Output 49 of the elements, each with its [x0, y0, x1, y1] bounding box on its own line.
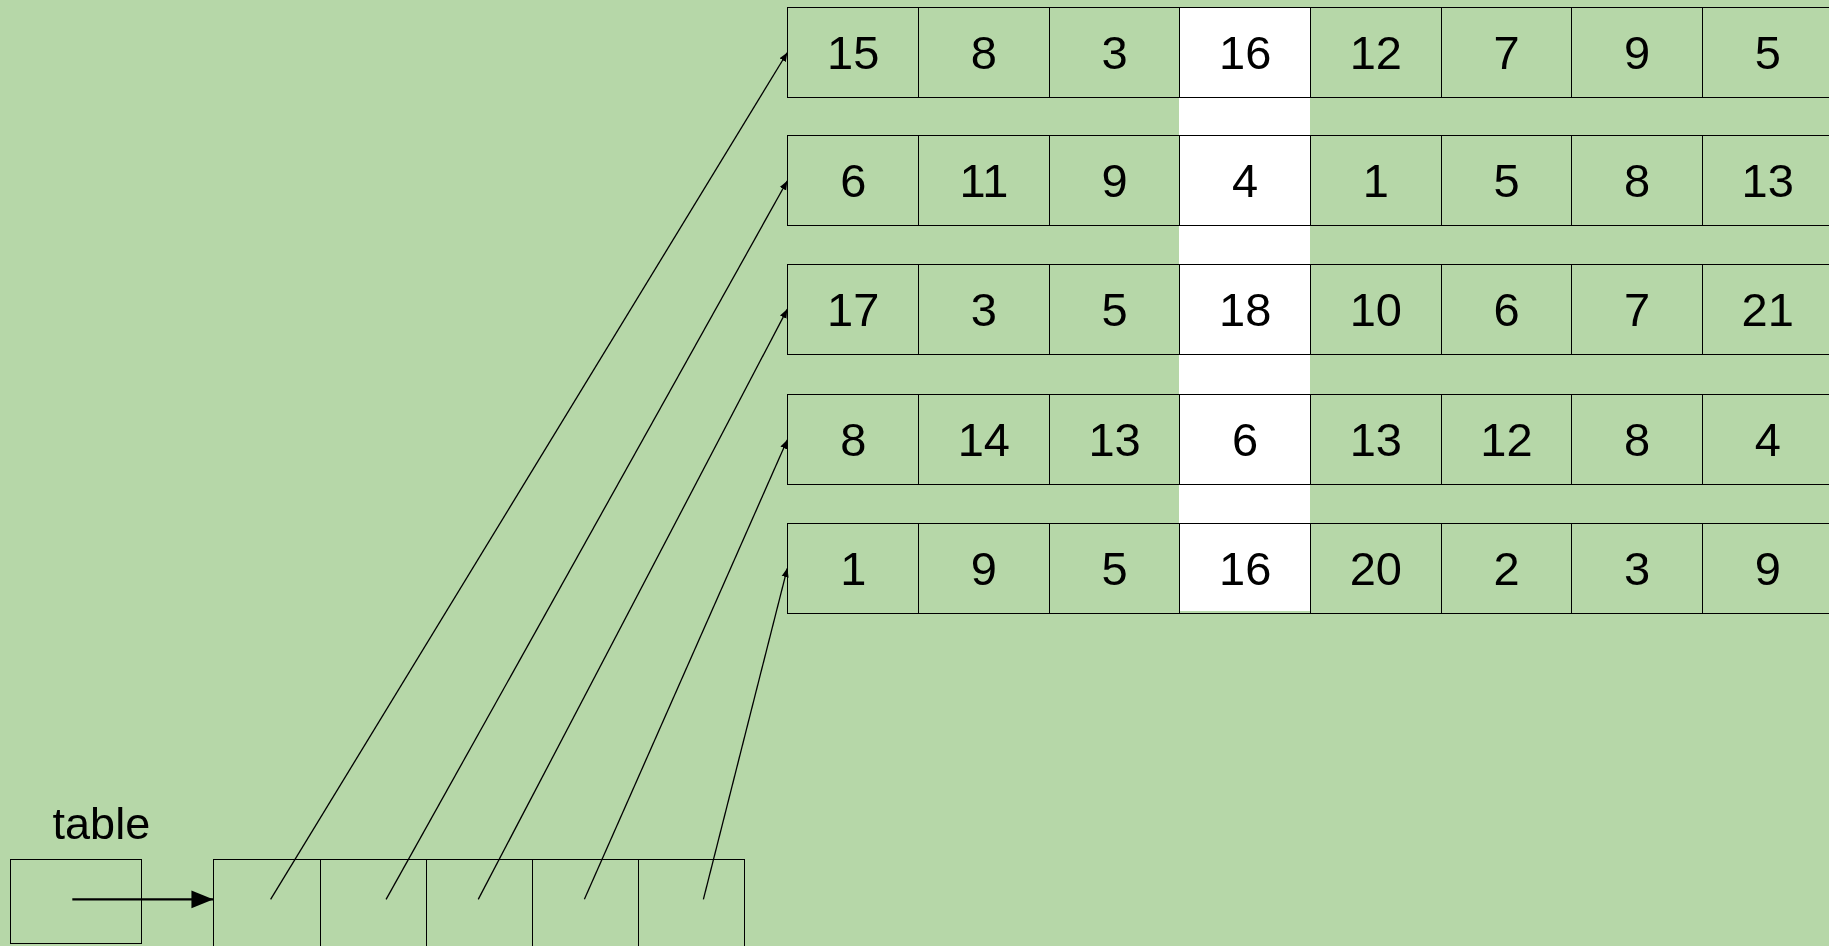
arrow	[477, 308, 788, 900]
array-cell: 17	[787, 263, 920, 355]
array-cell: 9	[1701, 522, 1829, 614]
arrow	[385, 180, 788, 900]
array-cell: 10	[1309, 263, 1442, 355]
array-cell: 14	[918, 394, 1050, 486]
array-cell: 20	[1309, 522, 1442, 614]
array-cell: 8	[1571, 135, 1703, 227]
array-cell: 13	[1309, 394, 1442, 486]
array-cell: 3	[918, 263, 1050, 355]
array-cell: 6	[787, 135, 920, 227]
array-cell: 5	[1440, 135, 1573, 227]
array-cell: 6	[1440, 263, 1573, 355]
array-cell: 7	[1440, 7, 1573, 98]
array-cell: 8	[787, 394, 920, 486]
array-cell: 11	[918, 135, 1050, 227]
arrow	[702, 567, 789, 900]
array-cell: 13	[1701, 135, 1829, 227]
array-cell: 9	[918, 522, 1050, 614]
array-cell: 5	[1048, 263, 1181, 355]
array-cell: 8	[1571, 394, 1703, 486]
array-cell: 16	[1179, 7, 1312, 98]
array-cell: 12	[1440, 394, 1573, 486]
array-cell: 18	[1179, 263, 1312, 355]
array-cell: 4	[1701, 394, 1829, 486]
array-cell: 5	[1048, 522, 1181, 614]
array-cell: 21	[1701, 263, 1829, 355]
array-cell: 12	[1309, 7, 1442, 98]
arrow	[72, 890, 214, 909]
array-cell: 9	[1571, 7, 1703, 98]
arrow	[269, 51, 788, 900]
array-cell: 3	[1048, 7, 1181, 98]
arrow	[583, 439, 788, 900]
array-cell: 3	[1571, 522, 1703, 614]
array-cell: 13	[1048, 394, 1181, 486]
array-cell: 5	[1701, 7, 1829, 98]
array-cell: 9	[1048, 135, 1181, 227]
array-cell: 1	[1309, 135, 1442, 227]
array-cell: 4	[1179, 135, 1312, 227]
pointer-cell	[213, 858, 321, 946]
array-cell: 2	[1440, 522, 1573, 614]
array-cell: 7	[1571, 263, 1703, 355]
array-cell: 16	[1179, 522, 1312, 614]
variable-label: table	[51, 796, 152, 851]
array-cell: 6	[1179, 394, 1312, 486]
array-cell: 15	[787, 7, 920, 98]
array-cell: 1	[787, 522, 920, 614]
array-cell: 8	[918, 7, 1050, 98]
pointer-cell	[638, 858, 746, 946]
